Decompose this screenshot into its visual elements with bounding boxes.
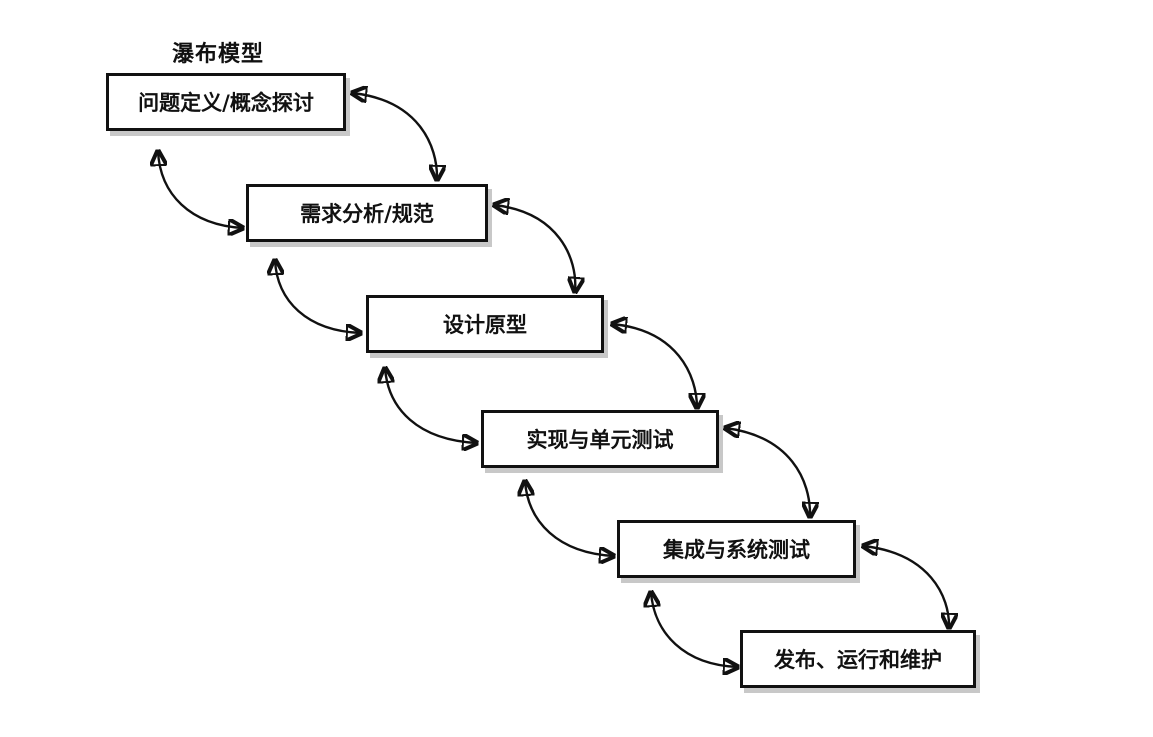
stage-label: 需求分析/规范 [300,202,434,226]
forward-arrow-2-3 [494,205,575,292]
stage-label: 实现与单元测试 [526,428,674,452]
stage-label: 集成与系统测试 [663,538,810,562]
stage-label: 发布、运行和维护 [774,648,942,672]
forward-arrow-3-4 [612,324,697,408]
forward-arrow-1-2 [352,93,437,180]
forward-arrow-5-6 [863,546,949,628]
feedback-arrow-2-1 [158,151,243,228]
feedback-arrow-5-4 [525,481,614,556]
stage-release-operation-maintenance: 发布、运行和维护 [740,630,976,688]
stage-integration-system-test: 集成与系统测试 [617,520,856,578]
forward-arrow-4-5 [725,428,810,517]
stage-problem-definition: 问题定义/概念探讨 [106,73,346,131]
feedback-arrow-6-5 [651,592,738,667]
stage-label: 问题定义/概念探讨 [138,91,314,115]
stage-label: 设计原型 [443,313,527,337]
diagram-title: 瀑布模型 [172,42,265,67]
feedback-arrow-3-2 [275,260,361,333]
stage-implementation-unit-test: 实现与单元测试 [481,410,719,468]
feedback-arrow-4-3 [385,368,477,443]
stage-design-prototype: 设计原型 [366,295,604,353]
stage-requirements-analysis: 需求分析/规范 [246,184,488,242]
